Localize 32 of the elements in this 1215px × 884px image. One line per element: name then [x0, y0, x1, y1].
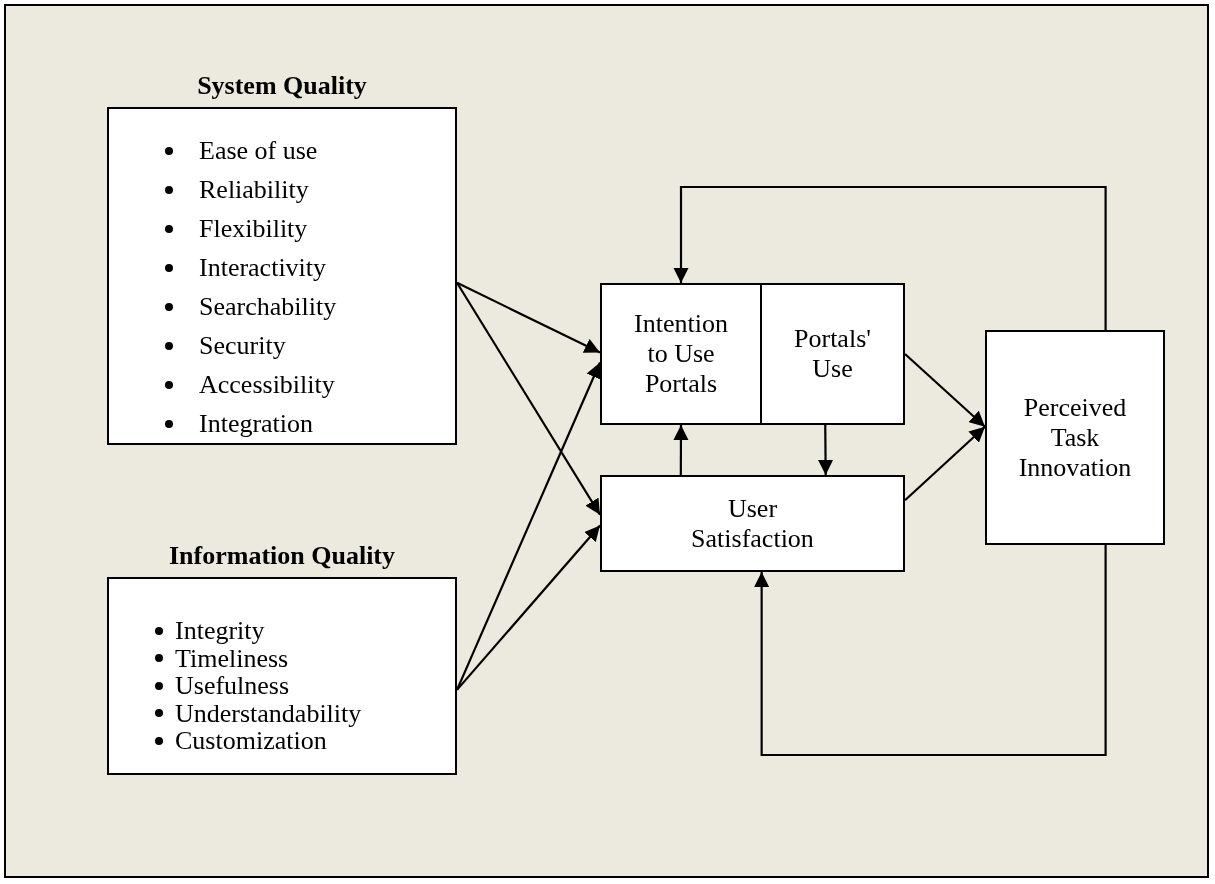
construct-box [600, 475, 905, 572]
list-item: Flexibility [199, 213, 308, 245]
construct-box [760, 283, 905, 425]
list-item: Interactivity [199, 252, 327, 284]
construct-box [600, 283, 762, 425]
box-label: Perceived Task Innovation [1017, 392, 1133, 483]
list-item: Customization [175, 727, 327, 755]
list-item: Searchability [199, 291, 337, 323]
list-item: Usefulness [175, 672, 290, 700]
list-item: Accessibility [199, 369, 335, 401]
arrow [673, 185, 1107, 330]
list-item: Integration [199, 408, 314, 440]
list-item: Ease of use [199, 135, 318, 167]
box-label: Intention to Use Portals [633, 309, 729, 399]
box-label: Portals' Use [793, 324, 872, 384]
list-item: Timeliness [175, 644, 289, 672]
arrow [456, 282, 601, 516]
arrow [817, 425, 834, 475]
arrow [673, 425, 689, 475]
arrow [904, 353, 986, 428]
construct-box [985, 330, 1165, 545]
list-item: Reliability [199, 174, 309, 206]
arrow [456, 524, 601, 691]
arrow [456, 281, 601, 354]
box-label: User Satisfaction [690, 493, 815, 554]
list-item: Security [199, 330, 286, 362]
group-heading: System Quality [197, 70, 367, 102]
list-item: Understandability [175, 699, 362, 727]
arrow [753, 545, 1107, 757]
list-item: Integrity [175, 617, 265, 645]
group-heading: Information Quality [168, 540, 396, 572]
arrow [904, 425, 986, 502]
